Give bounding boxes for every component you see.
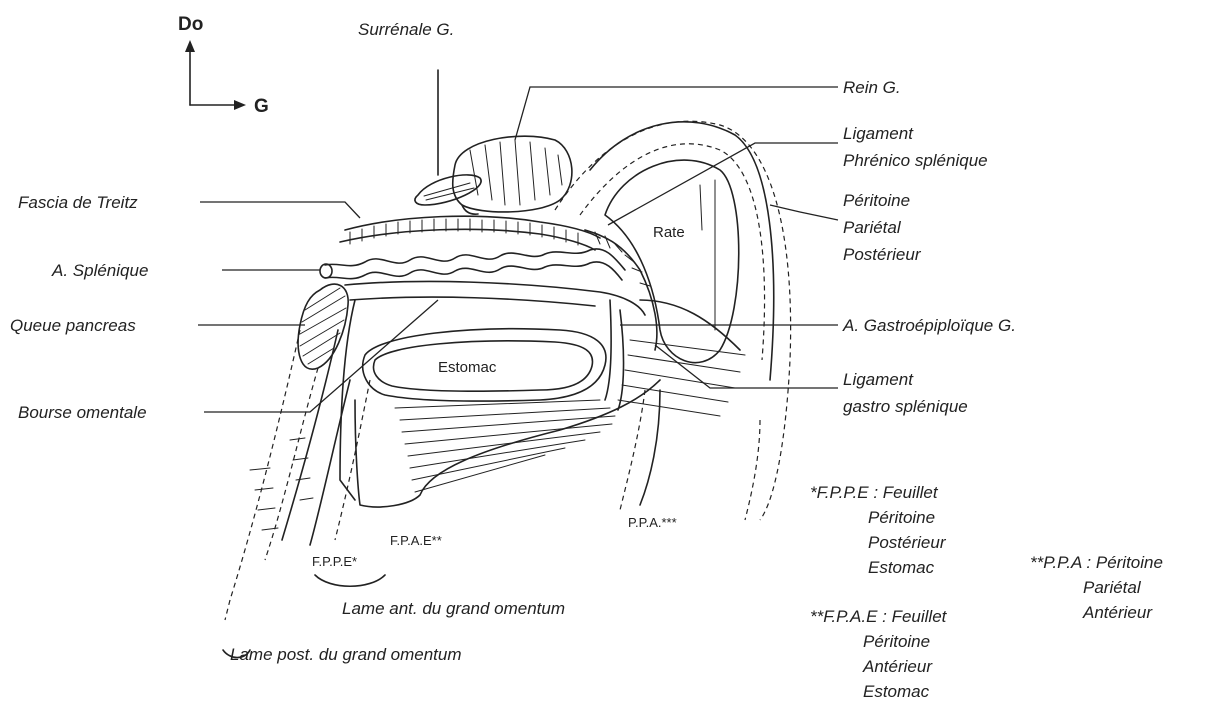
legend-fpae-title: **F.P.A.E : Feuillet <box>810 607 948 626</box>
omentum-body <box>340 300 745 507</box>
splenic-artery <box>320 249 625 280</box>
orientation-arrows: Do G <box>178 14 269 117</box>
dorsal-label: Do <box>178 14 203 35</box>
label-surrenale: Surrénale G. <box>358 20 454 39</box>
spleen <box>605 160 739 363</box>
label-ligament-gastro-1: Ligament <box>843 370 914 389</box>
label-a-gastro: A. Gastroépiploïque G. <box>842 316 1016 335</box>
label-peritoine-pp-2: Pariétal <box>843 218 902 237</box>
pancreas-tail <box>298 284 348 369</box>
peritoneum-outer-dashed <box>555 121 791 520</box>
label-rate: Rate <box>653 224 685 241</box>
label-a-splenique: A. Splénique <box>51 261 148 280</box>
legend-fpae-line: Péritoine <box>863 632 930 651</box>
legend-ppa-title: **P.P.A : Péritoine <box>1030 553 1163 572</box>
label-ligament-phrenico-2: Phrénico splénique <box>843 151 988 170</box>
label-peritoine-pp-3: Postérieur <box>843 245 922 264</box>
label-lame-ant: Lame ant. du grand omentum <box>342 599 565 618</box>
legend-fppe-line: Postérieur <box>868 533 947 552</box>
legend-fppe-title: *F.P.P.E : Feuillet <box>810 483 939 502</box>
legend-fpae-line: Estomac <box>863 682 930 701</box>
label-estomac: Estomac <box>438 359 497 376</box>
legend-fppe-line: Péritoine <box>868 508 935 527</box>
label-bourse-omentale: Bourse omentale <box>18 403 147 422</box>
labels: Surrénale G. Rein G. Ligament Phrénico s… <box>10 20 1016 664</box>
label-peritoine-pp-1: Péritoine <box>843 191 910 210</box>
legend-fppe-line: Estomac <box>868 558 935 577</box>
legend-ppa-line: Antérieur <box>1082 603 1153 622</box>
fascia-band <box>340 216 600 250</box>
anatomy-drawing <box>223 70 791 658</box>
label-fascia-treitz: Fascia de Treitz <box>18 193 138 212</box>
label-fppe: F.P.P.E* <box>312 554 357 569</box>
legend: *F.P.P.E : Feuillet Péritoine Postérieur… <box>810 483 1163 701</box>
label-ligament-phrenico-1: Ligament <box>843 124 914 143</box>
label-ppa: P.P.A.*** <box>628 515 677 530</box>
label-lame-post: Lame post. du grand omentum <box>230 645 462 664</box>
label-queue-pancreas: Queue pancreas <box>10 316 136 335</box>
label-ligament-gastro-2: gastro splénique <box>843 397 968 416</box>
left-label: G <box>254 96 269 117</box>
label-rein: Rein G. <box>843 78 901 97</box>
label-fpae: F.P.A.E** <box>390 533 442 548</box>
legend-fpae-line: Antérieur <box>862 657 933 676</box>
legend-ppa-line: Pariétal <box>1083 578 1142 597</box>
adrenal-gland <box>415 70 481 205</box>
